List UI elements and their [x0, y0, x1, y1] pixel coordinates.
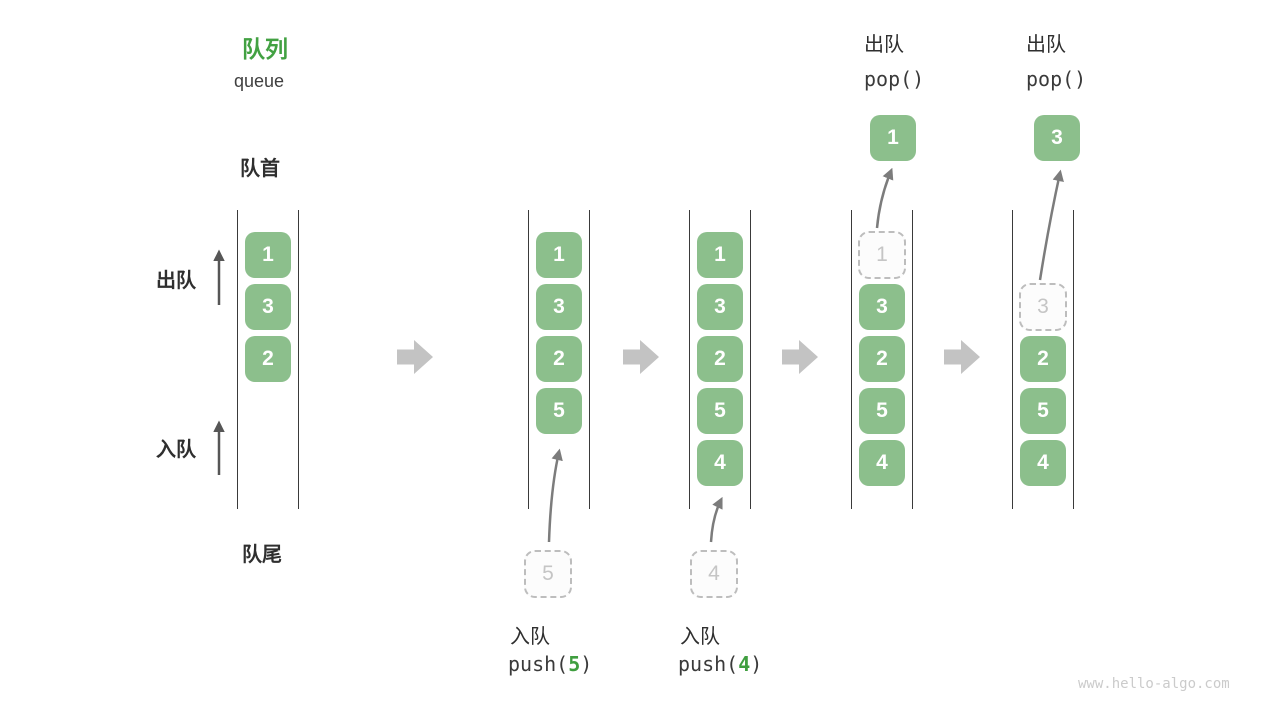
queue-cell: 3 [697, 284, 743, 330]
queue-cell: 1 [536, 232, 582, 278]
queue-cell: 4 [859, 440, 905, 486]
watermark: www.hello-algo.com [1078, 676, 1230, 692]
staged-cell: 5 [524, 550, 572, 598]
pop2-label: 出队 [1026, 34, 1066, 56]
enqueue5-label: 入队 [510, 626, 550, 648]
code-end: ) [750, 652, 763, 676]
code-end: ) [580, 652, 593, 676]
queue-cell: 5 [1020, 388, 1066, 434]
flow-arrow-icon [623, 340, 659, 374]
removed-cell: 3 [1019, 283, 1067, 331]
queue-cell: 5 [697, 388, 743, 434]
diagram-title-en: queue [234, 71, 285, 91]
queue-cell: 3 [245, 284, 291, 330]
queue-state-2 [528, 210, 590, 509]
pop1-label: 出队 [864, 34, 904, 56]
queue-state-1 [237, 210, 299, 509]
queue-cell: 4 [1020, 440, 1066, 486]
queue-state-5 [1012, 210, 1074, 509]
queue-rear-label: 队尾 [242, 544, 282, 566]
queue-state-3 [689, 210, 751, 509]
queue-cell: 2 [536, 336, 582, 382]
queue-cell: 1 [245, 232, 291, 278]
code-fn: push( [508, 652, 569, 676]
enqueue4-code: push(4) [678, 652, 762, 676]
queue-cell: 2 [697, 336, 743, 382]
queue-cell: 5 [536, 388, 582, 434]
pop1-code: pop() [864, 67, 925, 91]
queue-front-label: 队首 [240, 158, 280, 180]
queue-cell: 3 [536, 284, 582, 330]
queue-cell: 2 [859, 336, 905, 382]
queue-cell: 1 [697, 232, 743, 278]
enqueue5-code: push(5) [508, 652, 592, 676]
queue-cell: 4 [697, 440, 743, 486]
removed-cell: 1 [858, 231, 906, 279]
staged-cell: 4 [690, 550, 738, 598]
code-fn: push( [678, 652, 739, 676]
code-arg: 4 [738, 652, 751, 676]
pop2-code: pop() [1026, 67, 1087, 91]
flow-arrow-icon [397, 340, 433, 374]
code-arg: 5 [568, 652, 581, 676]
popped-cell: 3 [1034, 115, 1080, 161]
dequeue-side-label: 出队 [156, 270, 196, 292]
enqueue4-label: 入队 [680, 626, 720, 648]
queue-cell: 5 [859, 388, 905, 434]
popped-cell: 1 [870, 115, 916, 161]
flow-arrow-icon [782, 340, 818, 374]
diagram-title-zh: 队列 [242, 36, 288, 62]
queue-cell: 2 [1020, 336, 1066, 382]
queue-state-4 [851, 210, 913, 509]
queue-cell: 2 [245, 336, 291, 382]
queue-cell: 3 [859, 284, 905, 330]
flow-arrow-icon [944, 340, 980, 374]
enqueue-side-label: 入队 [156, 439, 196, 461]
